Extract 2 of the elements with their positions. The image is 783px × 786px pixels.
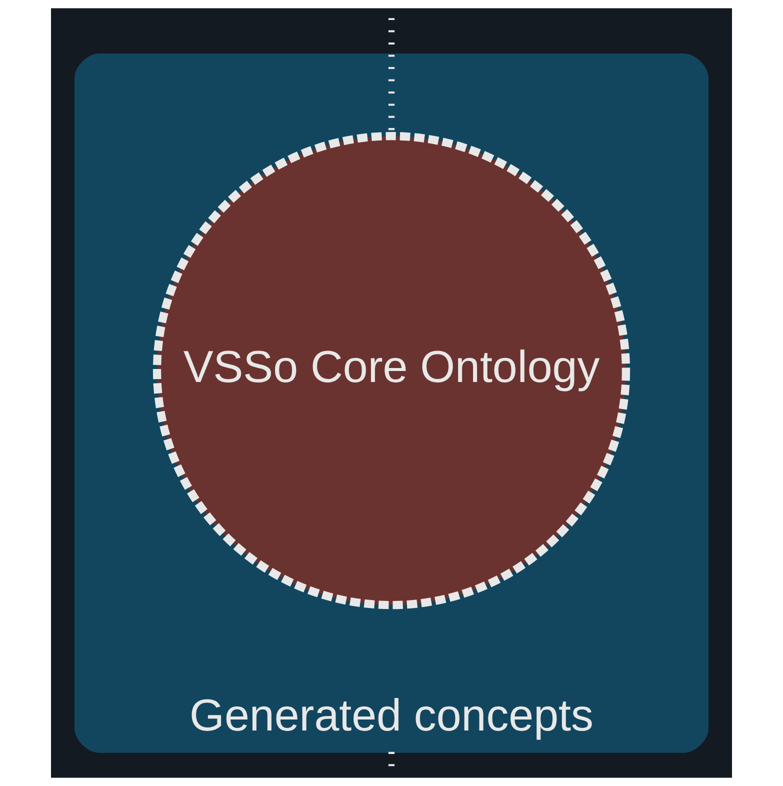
connector (388, 752, 395, 768)
node-circle: VSSo Core Ontology (152, 132, 630, 610)
